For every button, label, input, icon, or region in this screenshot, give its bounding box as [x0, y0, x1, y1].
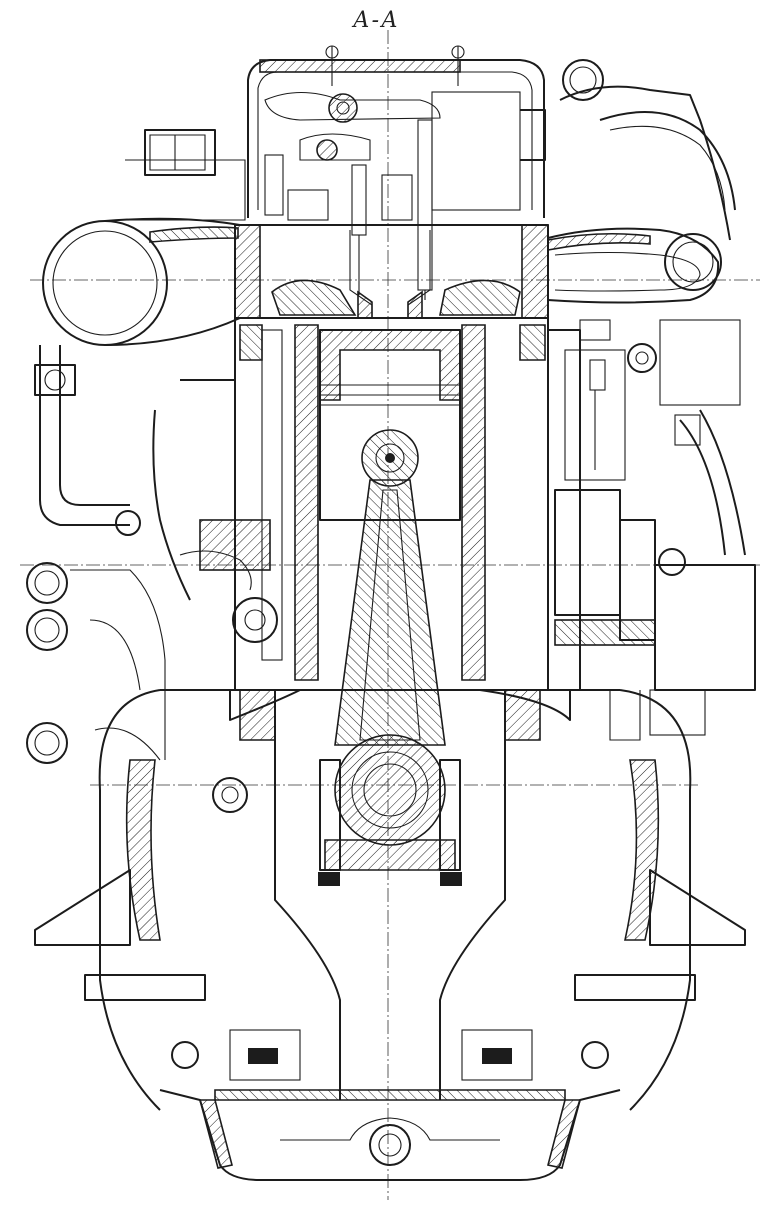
- left-pipes: [26, 345, 166, 764]
- crankcase: [34, 689, 746, 1111]
- connecting-rod: [318, 479, 462, 886]
- left-side-equipment: [152, 329, 283, 813]
- cylinder-head: [234, 224, 549, 319]
- intake-manifold-left: [42, 129, 246, 346]
- exhaust-manifold-right: [520, 59, 736, 304]
- rocker-cover: [247, 45, 545, 218]
- section-label: А-А: [353, 8, 400, 33]
- oil-sump: [159, 1089, 621, 1181]
- right-side-equipment: [548, 319, 756, 741]
- piston: [319, 329, 461, 521]
- valve-train: [264, 91, 521, 300]
